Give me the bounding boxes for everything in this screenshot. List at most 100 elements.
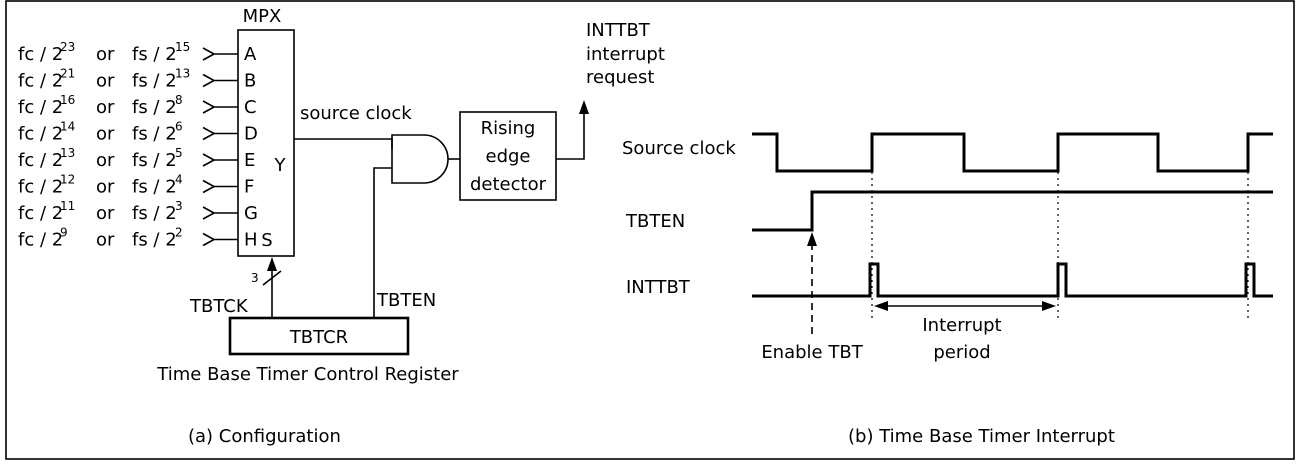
input-marker — [202, 232, 238, 247]
fs-divider-label: fs / 2 — [132, 124, 177, 145]
tbten-waveform — [752, 190, 1273, 232]
tbtck-arrowhead — [267, 257, 277, 271]
or-label: or — [96, 230, 115, 251]
mpx-pin-label: D — [244, 124, 258, 145]
fc-divider-label: fc / 2 — [18, 230, 63, 251]
mpx-pin-label: B — [244, 71, 256, 92]
signal-inttbt: INTTBT — [626, 277, 691, 298]
fs-exponent: 5 — [175, 146, 183, 160]
fc-exponent: 11 — [60, 199, 75, 213]
mpx-pin-label: G — [244, 203, 258, 224]
tbten-wire — [373, 167, 392, 318]
or-label: or — [96, 71, 115, 92]
fc-divider-label: fc / 2 — [18, 150, 63, 171]
input-marker — [202, 153, 238, 167]
source-clock-waveform — [752, 132, 1273, 173]
source-clock-label: source clock — [300, 103, 412, 124]
fs-divider-label: fs / 2 — [132, 71, 177, 92]
interrupt-arrowhead — [579, 100, 589, 114]
or-label: or — [96, 150, 115, 171]
or-label: or — [96, 44, 115, 65]
fs-exponent: 8 — [175, 93, 183, 107]
input-marker — [202, 73, 238, 88]
fc-exponent: 9 — [60, 226, 68, 240]
mpx-title: MPX — [243, 6, 282, 27]
fs-exponent: 4 — [175, 173, 183, 187]
fs-divider-label: fs / 2 — [132, 230, 177, 251]
or-label: or — [96, 177, 115, 198]
fs-exponent: 15 — [175, 40, 190, 54]
fs-exponent: 2 — [175, 226, 183, 240]
mpx-select-pin: S — [261, 230, 272, 251]
mpx-pin-label: C — [244, 97, 257, 118]
fs-exponent: 3 — [175, 199, 183, 213]
edge-detector-line-2: edge — [486, 146, 531, 167]
fc-divider-label: fc / 2 — [18, 97, 63, 118]
interrupt-period-line-2: period — [933, 342, 990, 363]
input-marker — [202, 100, 238, 114]
tbten-label: TBTEN — [376, 290, 436, 311]
bus-width: 3 — [251, 271, 259, 285]
mpx-pin-label: E — [244, 150, 255, 171]
enable-tbt-label: Enable TBT — [761, 342, 863, 363]
and-gate — [391, 134, 449, 184]
edge-detector-line-1: Rising — [481, 118, 536, 139]
fc-exponent: 14 — [60, 120, 75, 134]
fc-exponent: 12 — [60, 173, 75, 187]
timing-caption: (b) Time Base Timer Interrupt — [848, 426, 1115, 447]
interrupt-wire — [556, 104, 585, 160]
configuration-caption: (a) Configuration — [188, 426, 341, 447]
mpx-pin-label: F — [244, 177, 254, 198]
fs-exponent: 13 — [175, 67, 190, 81]
signal-source-clock: Source clock — [622, 138, 736, 159]
fs-divider-label: fs / 2 — [132, 177, 177, 198]
or-label: or — [96, 124, 115, 145]
input-marker — [202, 179, 238, 194]
or-label: or — [96, 203, 115, 224]
inttbt-waveform — [752, 262, 1273, 298]
input-marker — [202, 47, 238, 61]
fc-divider-label: fc / 2 — [18, 124, 63, 145]
register-name: TBTCR — [289, 327, 348, 348]
period-arrowhead-right — [1042, 301, 1056, 311]
fc-divider-label: fc / 2 — [18, 71, 63, 92]
bus-slash — [262, 270, 282, 286]
fs-divider-label: fs / 2 — [132, 150, 177, 171]
fc-divider-label: fc / 2 — [18, 177, 63, 198]
mpx-block — [237, 29, 295, 257]
enable-arrowhead — [807, 232, 817, 246]
tbtcr-register — [228, 316, 410, 356]
register-caption: Time Base Timer Control Register — [156, 364, 459, 385]
mpx-pin-label: H — [244, 230, 258, 251]
fc-divider-label: fc / 2 — [18, 44, 63, 65]
fc-exponent: 23 — [60, 40, 75, 54]
mpx-pin-label: A — [244, 44, 257, 65]
signal-tbten: TBTEN — [625, 211, 685, 232]
edge-detector-block — [459, 111, 557, 201]
interrupt-period-line-1: Interrupt — [922, 315, 1001, 336]
interrupt-line-3: request — [586, 67, 654, 88]
period-arrowhead-left — [874, 301, 888, 311]
fs-exponent: 6 — [175, 120, 183, 134]
fc-exponent: 13 — [60, 146, 75, 160]
fs-divider-label: fs / 2 — [132, 203, 177, 224]
input-marker — [202, 206, 238, 220]
fc-divider-label: fc / 2 — [18, 203, 63, 224]
interrupt-line-2: interrupt — [586, 44, 665, 65]
interrupt-line-1: INTTBT — [586, 20, 651, 41]
source-clock-wire — [294, 138, 393, 149]
fs-divider-label: fs / 2 — [132, 97, 177, 118]
fs-divider-label: fs / 2 — [132, 44, 177, 65]
or-label: or — [96, 97, 115, 118]
fc-exponent: 16 — [60, 93, 75, 107]
figure-border — [5, 0, 1295, 460]
input-marker — [202, 126, 238, 141]
mpx-output-pin: Y — [274, 155, 287, 176]
edge-detector-line-3: detector — [470, 174, 547, 195]
tbtck-label: TBTCK — [189, 296, 249, 317]
fc-exponent: 21 — [60, 67, 75, 81]
